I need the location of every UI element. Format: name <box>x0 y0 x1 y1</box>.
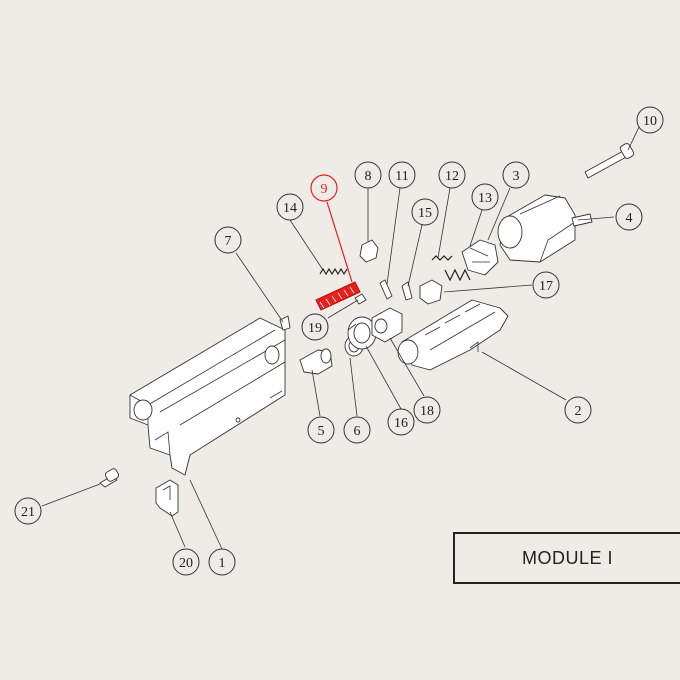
callout-6-label: 6 <box>354 424 361 439</box>
callout-13[interactable]: 13 <box>471 183 499 211</box>
callout-5-label: 5 <box>318 424 325 439</box>
callout-21[interactable]: 21 <box>14 497 42 525</box>
callout-12[interactable]: 12 <box>438 161 466 189</box>
part-21-screw <box>99 468 120 488</box>
callout-14-label: 14 <box>283 201 297 216</box>
leader-9 <box>326 201 353 283</box>
module-title: MODULE I <box>521 547 613 568</box>
callout-17[interactable]: 17 <box>532 271 560 299</box>
leader-1 <box>189 479 223 550</box>
part-3-head <box>497 194 576 263</box>
callout-5[interactable]: 5 <box>307 416 335 444</box>
leader-10 <box>627 124 641 151</box>
callout-7-label: 7 <box>225 234 232 249</box>
callout-3[interactable]: 3 <box>502 161 530 189</box>
callout-9-label: 9 <box>321 182 328 197</box>
leader-13 <box>469 209 483 247</box>
callouts: 1 2 3 4 5 6 7 8 9 10 11 12 13 14 15 16 1… <box>14 106 664 576</box>
leader-lines <box>41 124 641 550</box>
callout-12-label: 12 <box>445 169 459 184</box>
callout-13-label: 13 <box>478 191 492 206</box>
leader-16 <box>365 345 402 410</box>
leader-5 <box>311 369 321 417</box>
callout-16[interactable]: 16 <box>387 408 415 436</box>
callout-7[interactable]: 7 <box>214 226 242 254</box>
callout-11[interactable]: 11 <box>388 161 416 189</box>
part-14-spring <box>319 267 348 276</box>
callout-15[interactable]: 15 <box>411 198 439 226</box>
part-1-receiver-body <box>129 317 286 476</box>
leader-19 <box>327 299 359 319</box>
callout-18-label: 18 <box>420 404 434 419</box>
leader-6 <box>349 357 358 417</box>
part-7-pin <box>279 315 291 331</box>
part-18-block <box>371 307 403 343</box>
part-12-spring <box>431 255 453 261</box>
callout-6[interactable]: 6 <box>343 416 371 444</box>
leader-15 <box>407 224 423 287</box>
leader-11 <box>386 187 401 285</box>
part-9-spring-highlighted[interactable] <box>315 281 361 311</box>
callout-1-label: 1 <box>219 556 226 571</box>
leader-17 <box>443 284 533 293</box>
part-11-pin <box>379 279 393 300</box>
callout-2[interactable]: 2 <box>564 396 592 424</box>
callout-20[interactable]: 20 <box>172 548 200 576</box>
callout-4[interactable]: 4 <box>615 203 643 231</box>
callout-10-label: 10 <box>643 114 657 129</box>
part-10-screw <box>584 143 635 179</box>
callout-19[interactable]: 19 <box>301 313 329 341</box>
leader-3 <box>487 187 511 241</box>
part-15-pin <box>401 281 413 301</box>
part-2-cylinder <box>397 299 509 371</box>
leader-20 <box>169 511 186 548</box>
callout-17-label: 17 <box>539 279 553 294</box>
callout-18[interactable]: 18 <box>413 396 441 424</box>
callout-11-label: 11 <box>395 169 408 184</box>
part-16-bushing <box>347 316 377 350</box>
callout-20-label: 20 <box>179 556 193 571</box>
callout-8-label: 8 <box>365 169 372 184</box>
part-17-plunger <box>419 268 471 305</box>
leader-4 <box>577 216 615 221</box>
part-20-clip <box>155 479 179 517</box>
part-5-nozzle <box>299 348 333 375</box>
leader-7 <box>235 252 284 323</box>
part-19-pin <box>354 293 367 305</box>
leader-14 <box>289 219 324 271</box>
module-title-box: MODULE I <box>453 532 680 584</box>
callout-19-label: 19 <box>308 321 322 336</box>
part-13-assembly <box>461 239 499 276</box>
callout-16-label: 16 <box>394 416 408 431</box>
callout-14[interactable]: 14 <box>276 193 304 221</box>
callout-21-label: 21 <box>21 505 35 520</box>
leader-12 <box>437 187 451 259</box>
callout-3-label: 3 <box>513 169 520 184</box>
callout-9-highlighted[interactable]: 9 <box>310 174 338 202</box>
callout-8[interactable]: 8 <box>354 161 382 189</box>
callout-2-label: 2 <box>575 404 582 419</box>
callout-10[interactable]: 10 <box>636 106 664 134</box>
leader-2 <box>481 351 567 401</box>
leader-21 <box>41 483 101 507</box>
leader-18 <box>389 337 425 397</box>
part-8-latch <box>359 239 379 263</box>
callout-1[interactable]: 1 <box>208 548 236 576</box>
callout-4-label: 4 <box>626 211 633 226</box>
callout-15-label: 15 <box>418 206 432 221</box>
